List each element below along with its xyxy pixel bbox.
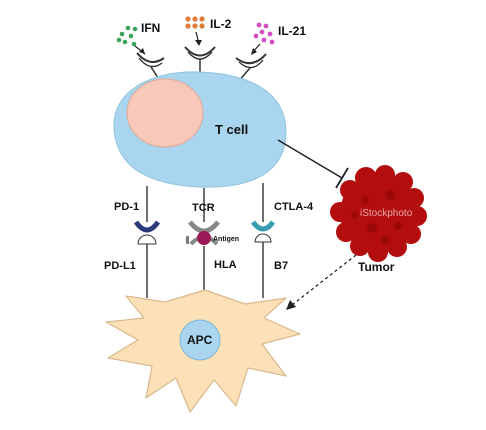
ifn-receptor-inner (138, 57, 163, 68)
apc-nucleus (179, 319, 221, 361)
il2-group: IL-2 (184, 16, 232, 72)
tcr-hla-pair: TCR Antigen HLA (185, 202, 239, 294)
ifn-label: IFN (141, 21, 160, 35)
tcr-label: TCR (192, 202, 215, 214)
apc-label: APC (187, 333, 213, 347)
il2-dots (185, 16, 205, 29)
hla-ligand-left (185, 235, 190, 245)
ifn-dots (116, 25, 138, 47)
il2-label: IL-2 (210, 17, 232, 31)
ifn-group: IFN (116, 21, 165, 85)
apc: APC (105, 289, 301, 413)
t-cell-label: T cell (215, 122, 248, 137)
il21-arrowhead (251, 48, 257, 55)
ctla4-b7-pair: CTLA-4 B7 (250, 201, 314, 298)
pd1-receptor (133, 220, 161, 233)
il21-receptor (235, 53, 267, 65)
antigen-dot (197, 231, 211, 245)
tumor-texture (351, 190, 402, 244)
hla-label: HLA (214, 259, 237, 271)
pdl1-ligand (137, 234, 157, 245)
tumor-to-apc-arrow (291, 254, 357, 306)
il21-group: IL-21 (235, 22, 306, 83)
ctla4-receptor (250, 220, 276, 232)
tcr-receptor (188, 220, 220, 234)
ifn-receptor (136, 52, 165, 63)
inhibition-bar (335, 167, 349, 189)
b7-label: B7 (274, 260, 288, 272)
il21-label: IL-21 (278, 24, 306, 38)
tumor-label: Tumor (358, 260, 395, 274)
tumor-to-apc-arrowhead (286, 300, 296, 310)
il21-receptor-inner (238, 59, 264, 69)
tumor: iStockphoto Tumor (330, 165, 427, 274)
t-cell-nucleus (126, 78, 204, 148)
ifn-arrowhead (139, 48, 145, 54)
tumor-body (330, 165, 427, 262)
ctla4-label: CTLA-4 (274, 201, 314, 213)
il21-dots (253, 22, 275, 45)
pdl1-label: PD-L1 (104, 260, 136, 272)
il2-arrowhead (195, 40, 202, 46)
il2-receptor (184, 46, 216, 57)
pd1-pdl1-pair: PD-1 PD-L1 (104, 201, 161, 298)
inhibition-line (277, 139, 343, 179)
t-cell: T cell (113, 71, 287, 188)
b7-ligand (254, 233, 272, 243)
pd1-label: PD-1 (114, 201, 139, 213)
antigen-label: Antigen (213, 236, 239, 243)
watermark: iStockphoto (360, 208, 413, 219)
